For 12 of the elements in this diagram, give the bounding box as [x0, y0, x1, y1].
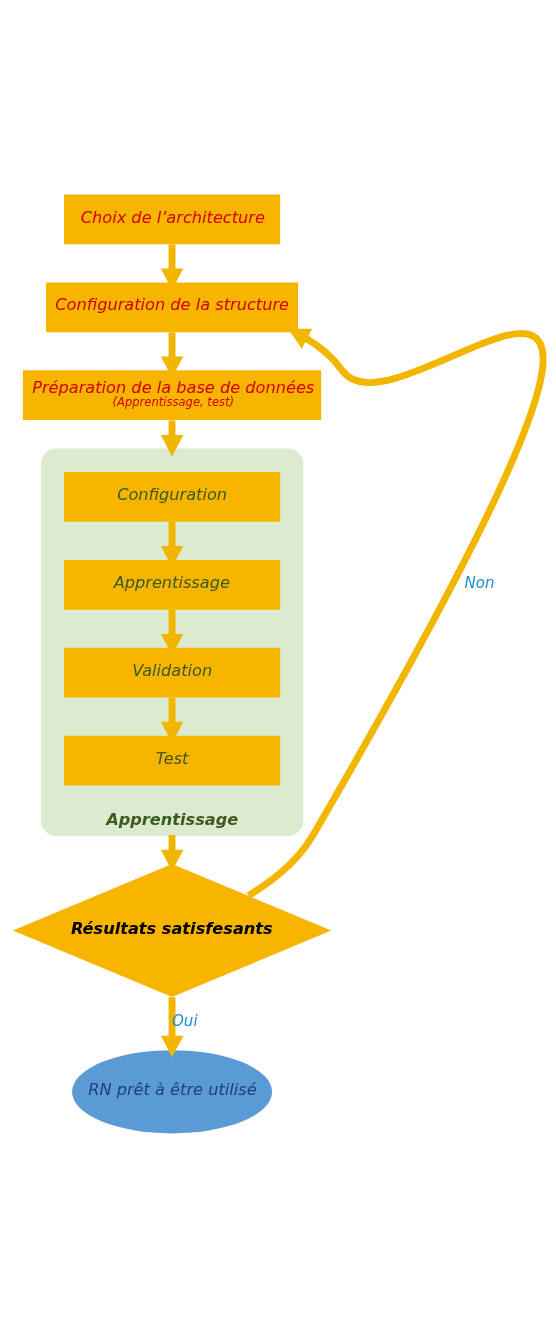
node-box: Test [63, 735, 281, 785]
edge-label: Non [464, 573, 495, 592]
node-box: Configuration de la structure [46, 282, 299, 332]
arrow [246, 328, 545, 899]
node-box: Préparation de la base de données (Apprentissage, test) [22, 369, 322, 420]
node-box: Apprentissage [63, 559, 281, 610]
node-ellipse: RN prêt à être utilisé [72, 1049, 273, 1133]
node-box: Configuration [63, 471, 281, 522]
node-box: Choix de l’architecture [63, 194, 281, 244]
node-diamond: Résultats satisfesants [12, 863, 332, 997]
arrow [160, 996, 184, 1057]
node-box: Validation [63, 647, 281, 698]
